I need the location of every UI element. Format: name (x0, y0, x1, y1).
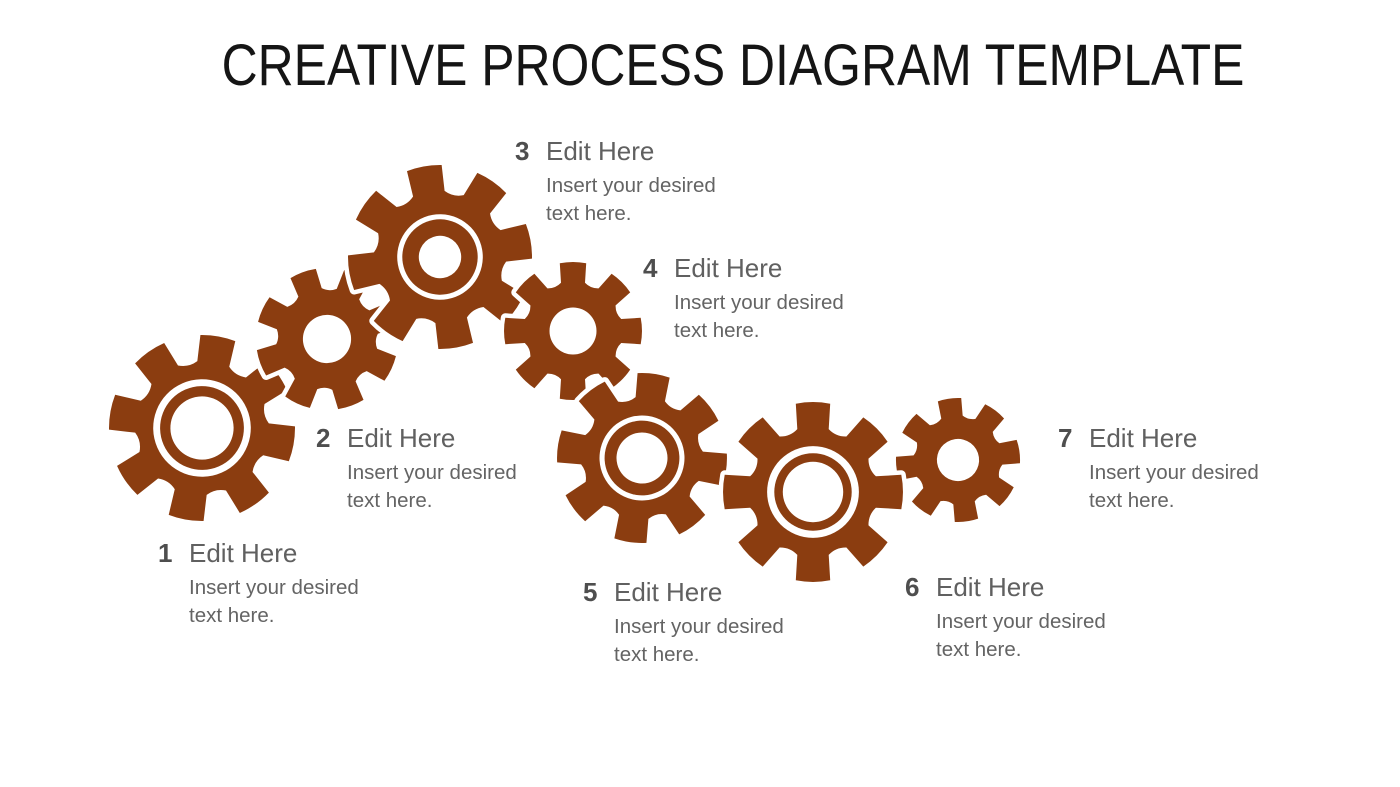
step-description-line1: Insert your desired (546, 174, 716, 197)
step-description: Insert your desired text here. (347, 459, 517, 515)
step-title: Edit Here (189, 538, 298, 568)
step-label-6: 6 Edit Here Insert your desired text her… (905, 572, 1106, 664)
step-title: Edit Here (614, 577, 723, 607)
step-label-5: 5 Edit Here Insert your desired text her… (583, 577, 784, 669)
step-label-1: 1 Edit Here Insert your desired text her… (158, 538, 359, 630)
step-number: 5 (583, 577, 598, 607)
gear-icon-5 (552, 368, 732, 548)
gear-icon-6 (718, 397, 908, 587)
step-number: 4 (643, 253, 658, 283)
gear-icon-3 (343, 160, 537, 354)
step-description-line1: Insert your desired (189, 576, 359, 599)
step-description: Insert your desired text here. (546, 172, 716, 228)
step-description-line2: text here. (614, 643, 700, 666)
step-title: Edit Here (546, 136, 655, 166)
step-head: 5 Edit Here (583, 577, 784, 608)
slide-title: CREATIVE PROCESS DIAGRAM TEMPLATE (221, 33, 1245, 98)
step-label-2: 2 Edit Here Insert your desired text her… (316, 423, 517, 515)
gear-icon-4 (499, 257, 647, 405)
step-description-line2: text here. (936, 638, 1022, 661)
step-label-4: 4 Edit Here Insert your desired text her… (643, 253, 844, 345)
step-label-7: 7 Edit Here Insert your desired text her… (1058, 423, 1259, 515)
step-head: 3 Edit Here (515, 136, 716, 167)
step-description: Insert your desired text here. (674, 289, 844, 345)
step-description: Insert your desired text here. (614, 613, 784, 669)
step-head: 1 Edit Here (158, 538, 359, 569)
step-description: Insert your desired text here. (1089, 459, 1259, 515)
step-description-line2: text here. (546, 202, 632, 225)
gear-icon-1 (104, 330, 300, 526)
step-description-line1: Insert your desired (347, 461, 517, 484)
step-description-line1: Insert your desired (614, 615, 784, 638)
step-number: 1 (158, 538, 173, 568)
step-number: 6 (905, 572, 920, 602)
step-title: Edit Here (1089, 423, 1198, 453)
step-number: 2 (316, 423, 331, 453)
step-description-line2: text here. (674, 319, 760, 342)
step-head: 2 Edit Here (316, 423, 517, 454)
step-description-line2: text here. (189, 604, 275, 627)
step-number: 3 (515, 136, 530, 166)
step-title: Edit Here (347, 423, 456, 453)
step-title: Edit Here (936, 572, 1045, 602)
step-description-line2: text here. (1089, 489, 1175, 512)
step-number: 7 (1058, 423, 1073, 453)
step-title: Edit Here (674, 253, 783, 283)
step-description: Insert your desired text here. (189, 574, 359, 630)
step-description-line2: text here. (347, 489, 433, 512)
step-description-line1: Insert your desired (674, 291, 844, 314)
gear-icon-7 (891, 393, 1025, 527)
step-description-line1: Insert your desired (1089, 461, 1259, 484)
step-description-line1: Insert your desired (936, 610, 1106, 633)
step-head: 4 Edit Here (643, 253, 844, 284)
step-label-3: 3 Edit Here Insert your desired text her… (515, 136, 716, 228)
step-head: 6 Edit Here (905, 572, 1106, 603)
step-description: Insert your desired text here. (936, 608, 1106, 664)
step-head: 7 Edit Here (1058, 423, 1259, 454)
